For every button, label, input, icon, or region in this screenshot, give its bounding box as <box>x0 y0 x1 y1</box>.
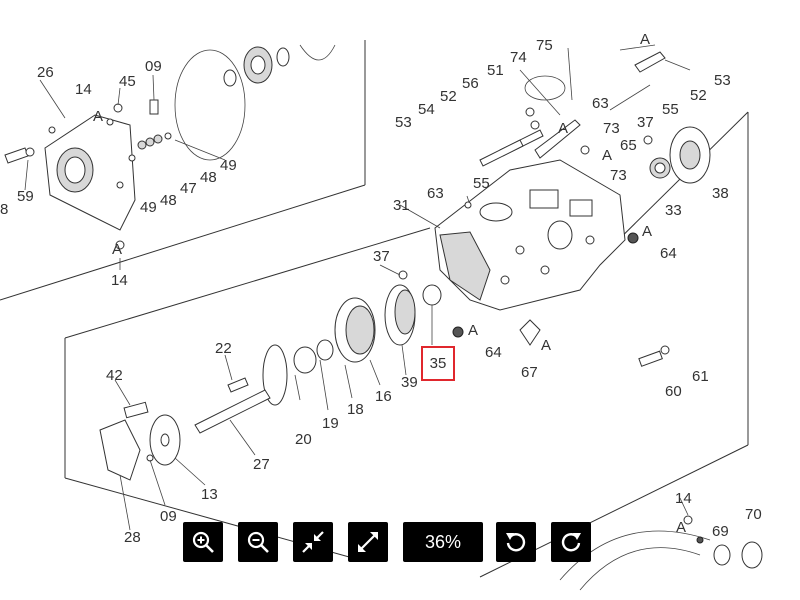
part-label: 45 <box>119 73 136 90</box>
part-label: 55 <box>662 101 679 118</box>
shrink-button[interactable] <box>293 522 333 562</box>
part-label: 55 <box>473 175 490 192</box>
part-label: 63 <box>427 185 444 202</box>
rotate-left-button[interactable] <box>496 522 536 562</box>
part-label: 73 <box>610 167 627 184</box>
highlighted-part-box[interactable]: 35 <box>421 346 455 381</box>
part-label: 67 <box>521 364 538 381</box>
shrink-icon <box>302 531 324 553</box>
reference-letter: A <box>640 31 650 48</box>
part-label: 37 <box>637 114 654 131</box>
part-label: 53 <box>714 72 731 89</box>
zoom-out-icon <box>247 531 269 553</box>
rotate-right-icon <box>561 533 581 552</box>
zoom-level-display: 36% <box>403 522 483 562</box>
part-label: 51 <box>487 62 504 79</box>
part-label: 42 <box>106 367 123 384</box>
part-label: 48 <box>200 169 217 186</box>
highlighted-part-label: 35 <box>429 355 447 372</box>
part-label: 70 <box>745 506 762 523</box>
part-label: 74 <box>510 49 527 66</box>
part-label: 54 <box>418 101 435 118</box>
part-label: 52 <box>690 87 707 104</box>
part-label: 56 <box>462 75 479 92</box>
part-label: 20 <box>295 431 312 448</box>
part-label: 59 <box>17 188 34 205</box>
part-label: 65 <box>620 137 637 154</box>
reference-letter: A <box>642 223 652 240</box>
zoom-in-icon <box>192 531 214 553</box>
reference-letter: A <box>93 108 103 125</box>
gear-train <box>99 264 442 531</box>
part-label: 47 <box>180 180 197 197</box>
expand-icon <box>358 532 378 552</box>
part-label: 37 <box>373 248 390 265</box>
reference-letter: A <box>602 147 612 164</box>
part-label: 19 <box>322 415 339 432</box>
part-label: 39 <box>401 374 418 391</box>
viewer-toolbar: 36% <box>0 520 800 564</box>
reference-letter: A <box>676 519 686 536</box>
part-label: 48 <box>160 192 177 209</box>
part-label: 26 <box>37 64 54 81</box>
part-label: 18 <box>347 401 364 418</box>
part-label: 27 <box>253 456 270 473</box>
part-label: 16 <box>375 388 392 405</box>
reference-letters: A A A A A A A A A <box>93 31 686 536</box>
part-label: 53 <box>395 114 412 131</box>
reference-letter: A <box>468 322 478 339</box>
zoom-out-button[interactable] <box>238 522 278 562</box>
main-housing <box>398 44 711 367</box>
part-label: 64 <box>660 245 677 262</box>
part-label: 09 <box>160 508 177 525</box>
part-label: 60 <box>665 383 682 400</box>
part-labels: 26 14 45 09 59 8 49 48 47 48 49 14 74 75… <box>0 37 762 546</box>
part-label: 14 <box>111 272 128 289</box>
reference-letter: A <box>112 241 122 258</box>
part-label: 8 <box>0 201 8 218</box>
part-label: 73 <box>603 120 620 137</box>
part-label: 69 <box>712 523 729 540</box>
rotate-right-button[interactable] <box>551 522 591 562</box>
part-label: 38 <box>712 185 729 202</box>
left-housing-group <box>4 44 336 270</box>
part-label: 09 <box>145 58 162 75</box>
part-label: 49 <box>140 199 157 216</box>
reference-letter: A <box>558 120 568 137</box>
part-label: 22 <box>215 340 232 357</box>
part-label: 13 <box>201 486 218 503</box>
part-label: 52 <box>440 88 457 105</box>
part-label: 28 <box>124 529 141 546</box>
flywheel-housing <box>559 497 763 591</box>
reference-letter: A <box>541 337 551 354</box>
part-label: 49 <box>220 157 237 174</box>
part-label: 31 <box>393 197 410 214</box>
part-label: 64 <box>485 344 502 361</box>
part-label: 61 <box>692 368 709 385</box>
zoom-in-button[interactable] <box>183 522 223 562</box>
part-label: 75 <box>536 37 553 54</box>
expand-button[interactable] <box>348 522 388 562</box>
part-label: 33 <box>665 202 682 219</box>
part-label: 14 <box>75 81 92 98</box>
rotate-left-icon <box>506 533 526 552</box>
part-label: 14 <box>675 490 692 507</box>
part-label: 63 <box>592 95 609 112</box>
